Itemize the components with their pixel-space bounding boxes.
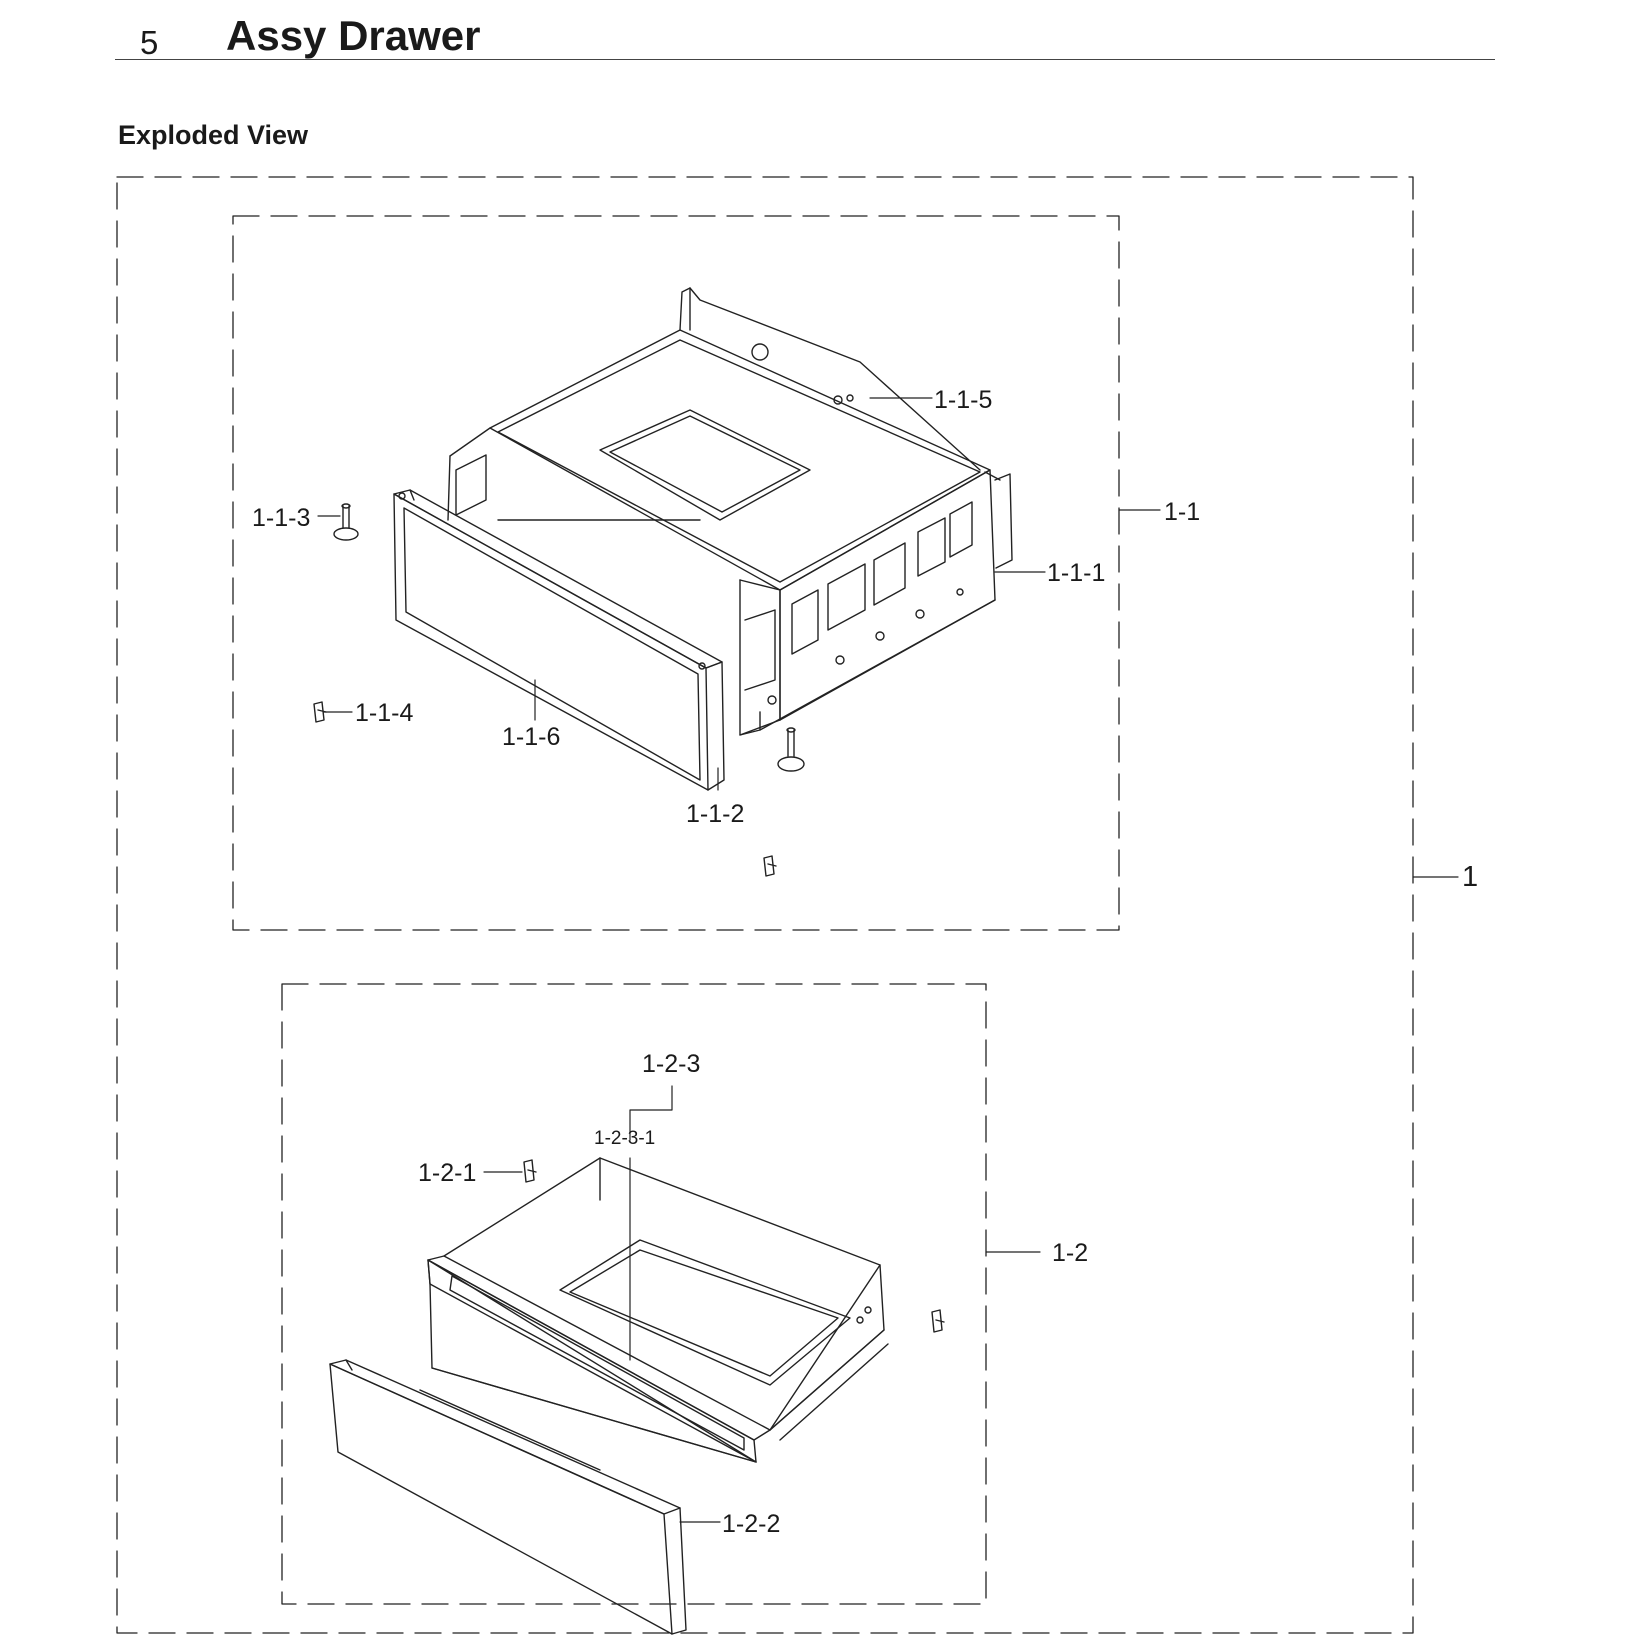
page-title: Assy Drawer	[226, 12, 481, 59]
callout-1-1-1: 1-1-1	[1047, 559, 1105, 587]
drawer-tub	[427, 1157, 889, 1463]
callout-1-2-3-1: 1-2-3-1	[594, 1128, 655, 1149]
callout-1-2: 1-2	[1052, 1239, 1088, 1267]
callout-1-1-3: 1-1-3	[252, 504, 310, 532]
drawer-housing-frame	[447, 287, 1013, 736]
assembly-1-boundary	[116, 176, 1414, 1634]
leveling-foot-left	[333, 503, 359, 541]
callout-1-1-6: 1-1-6	[502, 723, 560, 751]
leveling-foot-right	[777, 727, 805, 772]
assembly-1-2-boundary	[281, 983, 987, 1605]
drawer-clip-left	[523, 1159, 537, 1183]
front-frame-part	[393, 489, 725, 791]
section-number: 5	[140, 24, 159, 61]
callout-1-1: 1-1	[1164, 498, 1200, 526]
callout-1-1-5: 1-1-5	[934, 386, 992, 414]
callout-1-2-1: 1-2-1	[418, 1159, 476, 1187]
drawer-face-panel	[329, 1359, 687, 1635]
callout-1-2-2: 1-2-2	[722, 1510, 780, 1538]
clip-part-lower	[763, 855, 777, 877]
callout-1-1-2: 1-1-2	[686, 800, 744, 828]
callout-1-2-3: 1-2-3	[642, 1050, 700, 1078]
leader-1-2-3	[629, 1085, 673, 1141]
callout-1-1-4: 1-1-4	[355, 699, 413, 727]
section-subtitle: Exploded View	[118, 120, 309, 150]
assembly-1-1-boundary	[232, 215, 1120, 931]
callout-1: 1	[1462, 861, 1478, 893]
header-rule	[115, 59, 1495, 60]
drawer-clip-right	[931, 1309, 945, 1333]
